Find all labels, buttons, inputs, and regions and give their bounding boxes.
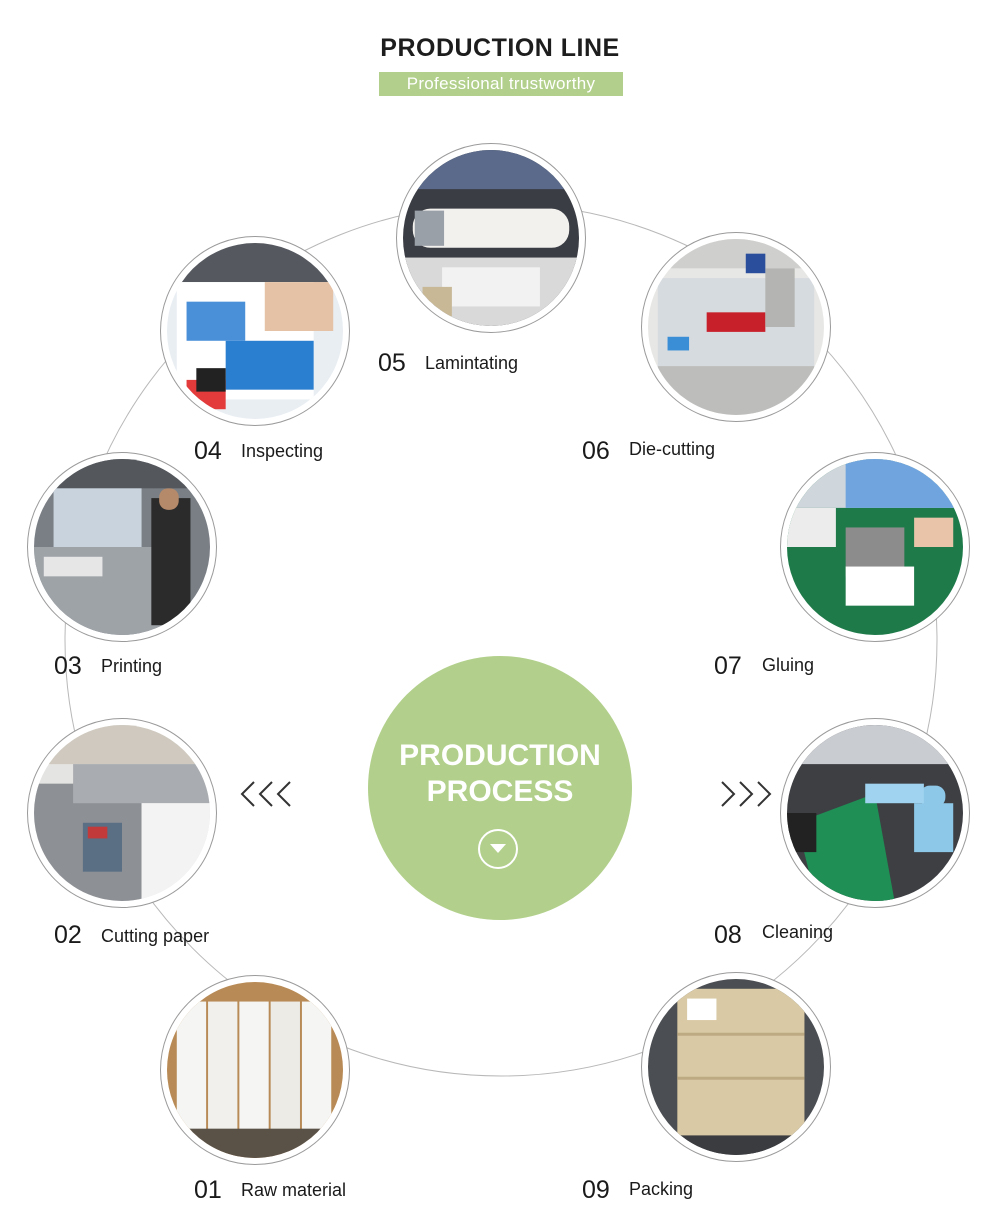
step-number-04: 04 — [194, 437, 222, 465]
chevron-down-icon — [490, 844, 506, 853]
photo-die-cutting — [641, 232, 831, 422]
step-label-01: Raw material — [241, 1180, 347, 1200]
step-label-03: Printing — [101, 656, 163, 676]
step-label-05: Lamintating — [425, 353, 519, 373]
center-title-line2: PROCESS — [426, 775, 574, 808]
page-subtitle: Professional trustworthy — [379, 72, 623, 96]
step-number-05: 05 — [378, 349, 406, 377]
photo-cleaning — [780, 718, 970, 908]
photo-raw-material — [160, 975, 350, 1165]
page-title: PRODUCTION LINE — [380, 34, 620, 62]
step-number-02: 02 — [54, 921, 82, 949]
photo-gluing — [780, 452, 970, 642]
step-number-06: 06 — [582, 437, 610, 465]
step-number-03: 03 — [54, 652, 82, 680]
step-number-09: 09 — [582, 1176, 610, 1204]
step-number-08: 08 — [714, 921, 742, 949]
center-process-circle: PRODUCTION PROCESS — [368, 656, 632, 920]
step-label-08: Cleaning — [762, 922, 834, 942]
photo-packing — [641, 972, 831, 1162]
step-label-04: Inspecting — [241, 441, 324, 461]
scroll-down-button[interactable] — [478, 829, 518, 869]
step-number-07: 07 — [714, 652, 742, 680]
photo-printing — [27, 452, 217, 642]
step-label-07: Gluing — [762, 655, 815, 675]
center-title: PRODUCTION PROCESS — [368, 738, 632, 810]
step-label-06: Die-cutting — [629, 439, 716, 459]
step-label-02: Cutting paper — [101, 926, 210, 946]
step-label-09: Packing — [629, 1179, 694, 1199]
step-number-01: 01 — [194, 1176, 222, 1204]
chevrons-right-icon — [721, 781, 772, 807]
photo-inspecting — [160, 236, 350, 426]
photo-cutting-paper — [27, 718, 217, 908]
chevrons-left-icon — [240, 781, 291, 807]
photo-laminating — [396, 143, 586, 333]
center-title-line1: PRODUCTION — [399, 739, 601, 772]
